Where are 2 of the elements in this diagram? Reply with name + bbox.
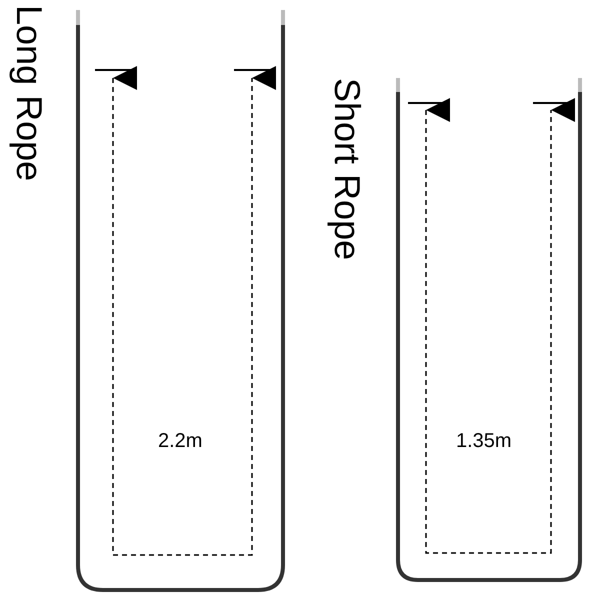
rope-label: Short Rope <box>326 78 368 260</box>
rope-label: Long Rope <box>8 5 50 182</box>
